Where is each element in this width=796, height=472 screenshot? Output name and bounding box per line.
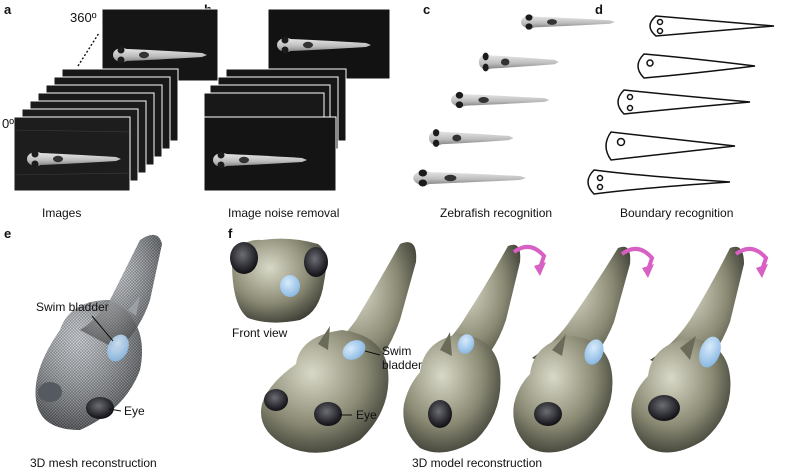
model-view-4 — [631, 246, 769, 453]
image-stack-a — [13, 8, 219, 192]
image-stack-b — [203, 8, 391, 192]
model-view-3 — [513, 246, 655, 453]
label-front-view: Front view — [232, 326, 288, 340]
model-view-1 — [261, 242, 417, 453]
caption-images: Images — [42, 206, 82, 220]
caption-noise-removal: Image noise removal — [228, 206, 340, 220]
label-eye-e: Eye — [124, 404, 145, 418]
caption-zebrafish-recognition: Zebrafish recognition — [440, 206, 553, 220]
label-swim-bladder-f: Swim bladder — [382, 344, 423, 372]
label-eye-f: Eye — [356, 408, 377, 422]
recognized-fish-list — [413, 14, 615, 187]
caption-boundary-recognition: Boundary recognition — [620, 206, 734, 220]
model-view-2 — [403, 244, 547, 453]
panel-letter-d: d — [595, 2, 603, 17]
boundary-outlines — [587, 15, 775, 195]
label-swim-bladder-e: Swim bladder — [36, 300, 109, 314]
angle-label-0: 0º — [2, 116, 14, 131]
panel-letter-e: e — [4, 226, 12, 241]
angle-label-360: 360º — [70, 10, 97, 25]
front-view-model — [230, 238, 328, 323]
panel-letter-f: f — [228, 226, 233, 241]
caption-model-reconstruction: 3D model reconstruction — [412, 456, 543, 470]
caption-mesh-reconstruction: 3D mesh reconstruction — [30, 456, 157, 470]
panel-letter-c: c — [423, 2, 431, 17]
mesh-model — [35, 234, 162, 430]
panel-letter-a: a — [4, 2, 12, 17]
